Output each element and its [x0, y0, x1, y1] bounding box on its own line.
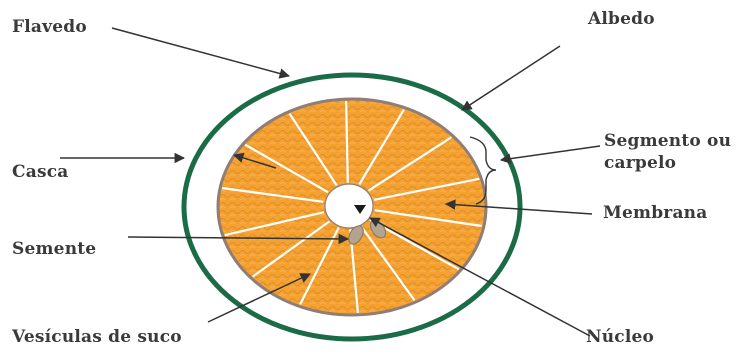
label-casca: Casca: [12, 163, 68, 182]
label-segmento-line1: Segmento ou: [604, 132, 731, 151]
label-membrana: Membrana: [603, 204, 707, 223]
nucleus: [325, 184, 373, 228]
label-albedo: Albedo: [588, 10, 655, 29]
arrow-segmento: [501, 146, 600, 160]
label-segmento-line2: carpelo: [604, 154, 676, 173]
label-nucleo: Núcleo: [586, 328, 654, 347]
label-flavedo: Flavedo: [12, 18, 87, 37]
arrow-albedo: [462, 46, 560, 110]
arrow-flavedo: [112, 28, 289, 76]
label-semente: Semente: [12, 240, 96, 259]
label-vesiculas: Vesículas de suco: [12, 328, 182, 347]
